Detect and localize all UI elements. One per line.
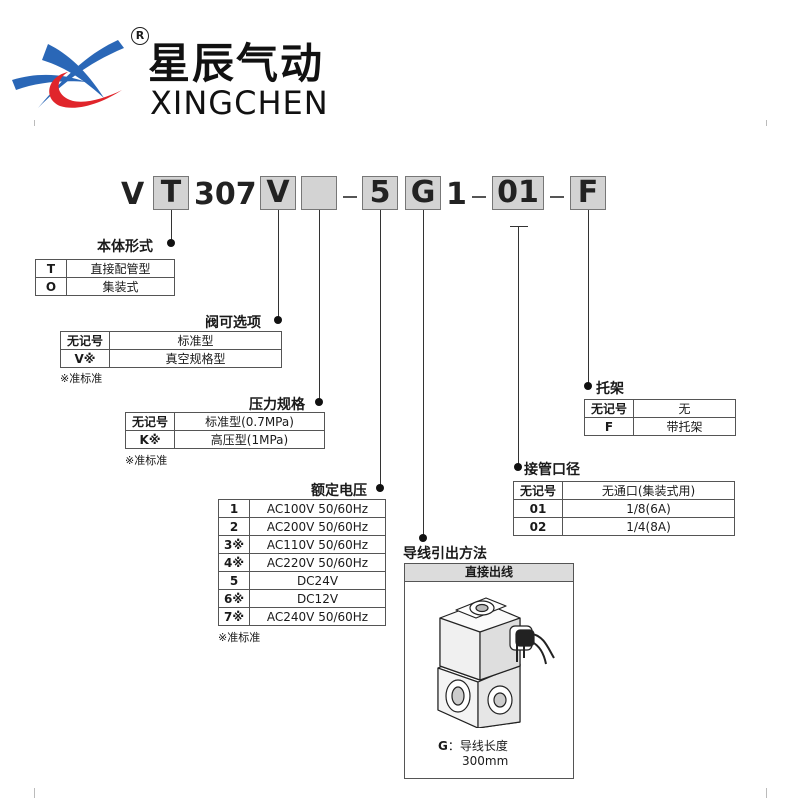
- wiring-caption: G：导线长度: [438, 737, 508, 754]
- leader-dot: [376, 484, 384, 492]
- table-row: K※高压型(1MPa): [125, 430, 325, 449]
- crop-mark: [34, 788, 35, 798]
- leader-dot: [584, 382, 592, 390]
- wiring-title: 导线引出方法: [403, 546, 487, 562]
- leader-dot: [274, 316, 282, 324]
- pressure-title: 压力规格: [249, 397, 305, 413]
- bracket-title: 托架: [596, 381, 624, 397]
- wiring-caption-length: 300mm: [462, 754, 509, 768]
- wiring-header: 直接出线: [404, 563, 574, 582]
- leader-dot: [419, 534, 427, 542]
- code-box-blank: [301, 176, 337, 210]
- voltage-title: 额定电压: [311, 483, 367, 499]
- crop-mark: [766, 120, 767, 126]
- wiring-caption-text: ：导线长度: [447, 739, 508, 753]
- code-dash: [550, 196, 564, 198]
- table-row: 无记号无: [584, 399, 736, 418]
- port-title: 接管口径: [524, 462, 580, 478]
- leader-line: [380, 210, 381, 488]
- code-box-f: F: [570, 176, 606, 210]
- valve-option-note: ※准标准: [60, 372, 103, 385]
- leader-line: [319, 210, 320, 402]
- code-box-01: 01: [492, 176, 544, 210]
- code-dash: [472, 196, 486, 198]
- valve-option-title: 阀可选项: [205, 315, 261, 331]
- wiring-caption-key: G: [438, 739, 448, 753]
- code-box-g: G: [405, 176, 441, 210]
- code-box-t: T: [153, 176, 189, 210]
- table-row: 无记号标准型: [60, 331, 282, 350]
- pressure-table: 无记号标准型(0.7MPa) K※高压型(1MPa): [125, 412, 325, 449]
- leader-line: [278, 210, 279, 320]
- crop-mark: [766, 788, 767, 798]
- leader-line: [518, 226, 528, 227]
- body-type-title: 本体形式: [97, 239, 153, 255]
- code-307: 307: [194, 177, 257, 212]
- table-row: V※真空规格型: [60, 349, 282, 368]
- code-box-5: 5: [362, 176, 398, 210]
- leader-dot: [315, 398, 323, 406]
- leader-line: [588, 210, 589, 386]
- table-row: 3※AC110V 50/60Hz: [218, 535, 386, 554]
- leader-dot: [514, 463, 522, 471]
- leader-line: [171, 210, 172, 242]
- code-v: V: [121, 177, 145, 212]
- leader-line: [423, 210, 424, 538]
- table-row: 4※AC220V 50/60Hz: [218, 553, 386, 572]
- table-row: 无记号标准型(0.7MPa): [125, 412, 325, 431]
- leader-dot: [167, 239, 175, 247]
- table-row: 无记号无通口(集装式用): [513, 481, 735, 500]
- solenoid-valve-icon: [437, 597, 555, 728]
- registered-mark: R: [131, 27, 149, 45]
- voltage-note: ※准标准: [218, 631, 261, 644]
- leader-line: [510, 226, 519, 227]
- code-dash: [343, 196, 357, 198]
- brand-name-en: XINGCHEN: [150, 84, 329, 122]
- leader-line: [518, 226, 519, 466]
- table-row: 7※AC240V 50/60Hz: [218, 607, 386, 626]
- code-1: 1: [446, 177, 467, 212]
- valve-option-table: 无记号标准型 V※真空规格型: [60, 331, 282, 368]
- brand-logo-icon: [12, 40, 124, 108]
- pressure-note: ※准标准: [125, 454, 168, 467]
- brand-name-cn: 星辰气动: [148, 39, 325, 88]
- code-box-v: V: [260, 176, 296, 210]
- table-row: 6※DC12V: [218, 589, 386, 608]
- crop-mark: [34, 120, 35, 126]
